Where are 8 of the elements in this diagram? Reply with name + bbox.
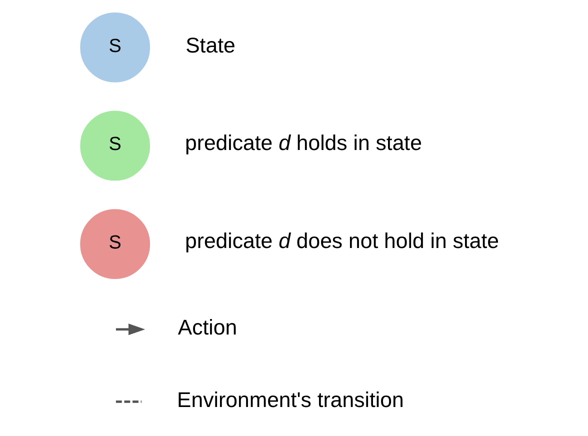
legend-label: Environment's transition [177, 388, 404, 412]
node-label: predicate d does not hold in state [185, 229, 499, 254]
node-circle: S [80, 12, 150, 82]
node-circle: S [80, 110, 150, 181]
node-circle: S [80, 209, 150, 280]
legend-label: Action [178, 316, 238, 340]
node-label: State [186, 34, 236, 58]
node-label: predicate d holds in state [185, 130, 422, 155]
